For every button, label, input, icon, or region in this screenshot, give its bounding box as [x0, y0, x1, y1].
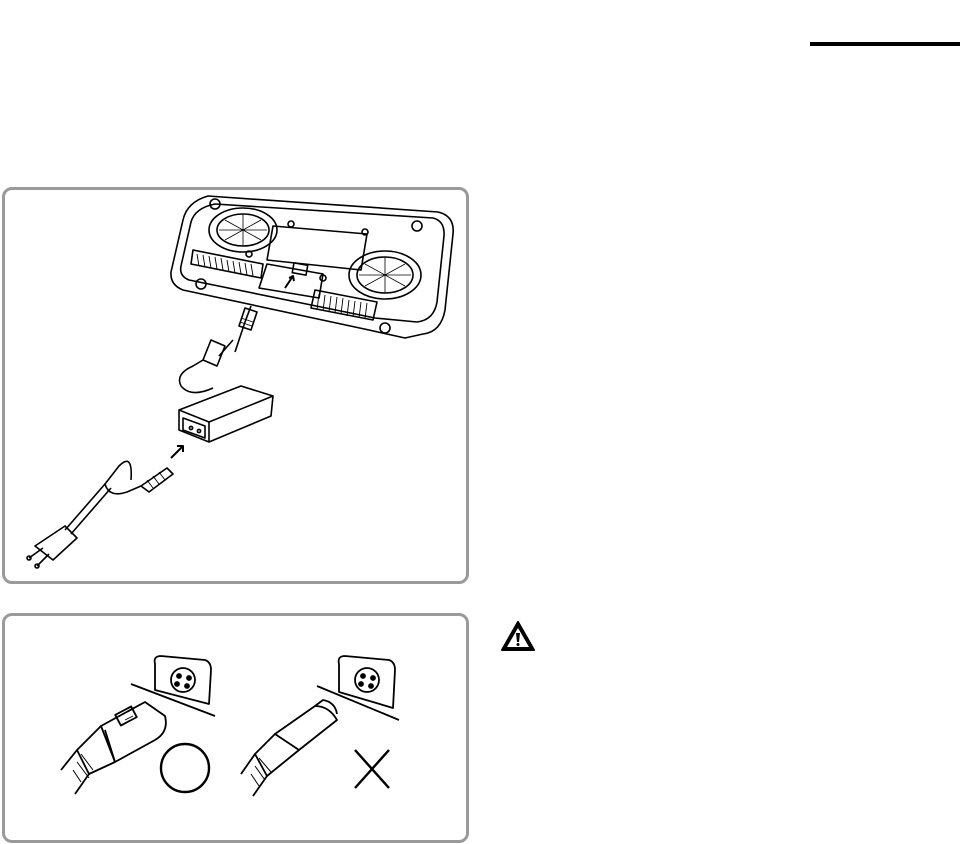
plug-orientation-illustration — [2, 613, 469, 843]
warning-icon — [500, 620, 536, 652]
ac-power-cord — [65, 461, 173, 534]
correct-plug-orientation — [61, 656, 215, 794]
device-underside — [171, 196, 453, 338]
circle-ok-icon — [161, 744, 209, 792]
cross-no-icon — [355, 750, 389, 788]
header-rule — [810, 42, 960, 46]
power-adapter-brick — [179, 386, 273, 442]
euro-plug — [27, 526, 77, 568]
plug-orientation-drawing — [5, 616, 466, 840]
dc-connector — [180, 306, 258, 393]
arrow-up-icon — [171, 446, 183, 458]
incorrect-plug-orientation — [241, 656, 399, 796]
arrow-up-icon — [285, 276, 294, 288]
setup-drawing — [5, 190, 466, 581]
power-adapter-connection-illustration — [2, 187, 469, 584]
